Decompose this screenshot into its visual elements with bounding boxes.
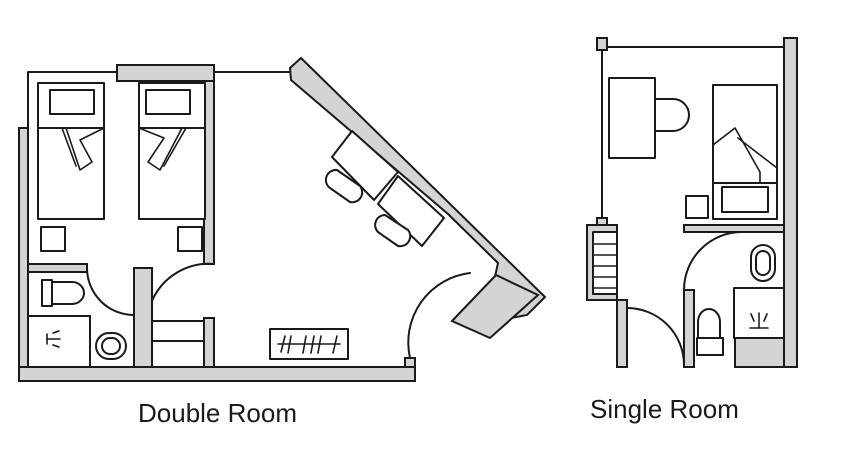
double-room-window-left bbox=[27, 71, 118, 129]
single-room-toilet-tank bbox=[696, 337, 724, 356]
single-room-chair bbox=[654, 98, 690, 132]
desk-upper bbox=[331, 130, 399, 201]
double-room-bottom-wall bbox=[18, 366, 416, 382]
single-room-left-wall-lower bbox=[616, 299, 628, 368]
bathroom-top-wall-left bbox=[27, 263, 88, 273]
toilet-bowl bbox=[51, 281, 85, 305]
bed-left-blanket-line bbox=[61, 127, 77, 167]
single-room-desk bbox=[608, 77, 656, 159]
bed-right-pillow bbox=[145, 89, 191, 115]
single-room-wardrobe bbox=[592, 231, 618, 295]
chair-upper bbox=[324, 168, 364, 204]
bathroom-door-swing bbox=[86, 267, 135, 316]
bathroom-bottom-right-block bbox=[734, 337, 785, 368]
bathroom-left-wall bbox=[683, 289, 695, 368]
shower-head-icon bbox=[46, 330, 61, 348]
single-room-plan bbox=[586, 37, 798, 368]
single-room-blanket-fold bbox=[712, 127, 761, 184]
single-room-blanket-line bbox=[737, 137, 778, 169]
desk-lower bbox=[377, 175, 445, 247]
nightstand-left bbox=[40, 226, 66, 252]
single-room-toilet-bowl bbox=[697, 308, 721, 339]
bathroom-right-wall bbox=[133, 267, 153, 368]
double-room-left-wall bbox=[18, 127, 29, 368]
bed-left-pillow bbox=[49, 89, 95, 115]
nightstand-right bbox=[177, 226, 203, 252]
single-room-wardrobe-shelves bbox=[593, 243, 617, 289]
single-room-nightstand bbox=[685, 195, 709, 219]
double-room-door-jamb bbox=[404, 357, 416, 368]
single-room-pillow bbox=[721, 186, 769, 213]
chair-lower bbox=[374, 214, 412, 248]
bed-right-blanket-fold bbox=[138, 127, 183, 171]
single-room-top-left-post bbox=[596, 37, 608, 51]
single-room-label: Single Room bbox=[590, 394, 739, 424]
single-room-bathroom-door-swing bbox=[683, 231, 743, 291]
double-room-plan bbox=[18, 56, 547, 382]
double-room-column bbox=[450, 273, 540, 340]
single-room-right-wall bbox=[783, 37, 798, 368]
wardrobe-hangers bbox=[277, 335, 341, 354]
single-room-sink-inner bbox=[755, 250, 771, 276]
closet-unit bbox=[151, 320, 205, 368]
bathroom-top-wall bbox=[683, 224, 785, 233]
toilet-tank bbox=[41, 279, 53, 307]
sink-drain bbox=[101, 337, 121, 355]
single-room-left-post-mid bbox=[596, 217, 608, 226]
closet-right-wall bbox=[203, 317, 215, 368]
double-room-entry-door-swing bbox=[151, 262, 215, 302]
shower-head-icon bbox=[749, 312, 769, 329]
bed-right-blanket-line bbox=[163, 127, 187, 167]
double-room-label: Double Room bbox=[138, 398, 297, 428]
double-room-balcony-door-swing bbox=[407, 272, 471, 359]
bed-left-blanket-fold bbox=[65, 127, 105, 171]
double-room-top-wall bbox=[116, 64, 215, 82]
single-room-entry-door-swing bbox=[626, 307, 685, 366]
